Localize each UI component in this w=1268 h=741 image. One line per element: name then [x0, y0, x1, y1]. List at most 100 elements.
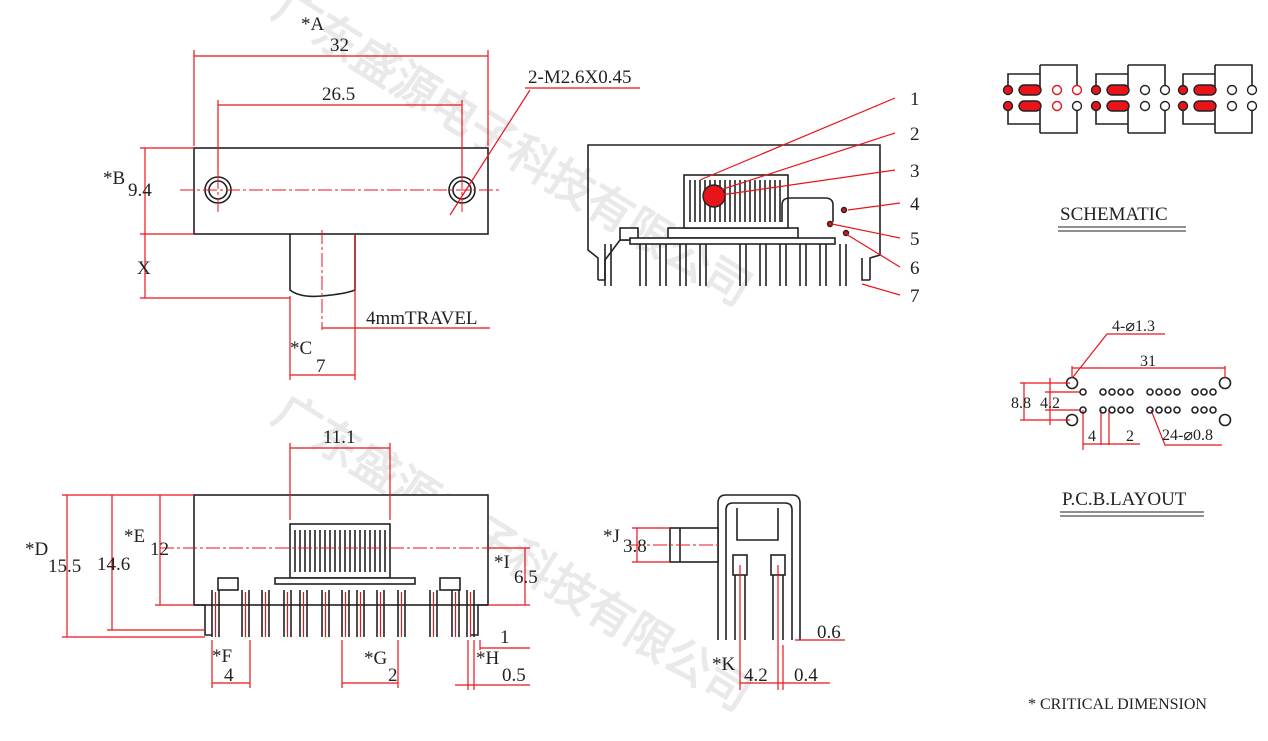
pcb-pin-hole	[1173, 388, 1181, 396]
terminal-pin	[466, 590, 475, 637]
dim-a-label: *A	[301, 14, 325, 35]
pcb-pin-hole	[1164, 388, 1172, 396]
dim-k-label: *K	[712, 654, 736, 675]
side-pin	[679, 244, 687, 286]
side-pin	[639, 244, 647, 286]
pcb-width: 31	[1140, 353, 1156, 370]
side-pin	[699, 244, 707, 286]
pcb-pin-hole	[1099, 388, 1107, 396]
open-contact	[1159, 100, 1171, 112]
pcb-pin-hole	[1126, 388, 1134, 396]
dim-1: 1	[500, 627, 510, 648]
switch-contact-wire	[1007, 64, 1078, 134]
pcb-pin-hole	[1200, 388, 1208, 396]
callout-6: 6	[910, 258, 920, 279]
dim-e-label: *E	[124, 526, 145, 547]
open-contact	[1071, 100, 1083, 112]
pcb-pin-hole	[1099, 406, 1107, 414]
dim-26-5: 26.5	[322, 84, 355, 105]
callout-5: 5	[910, 229, 920, 250]
front-view: 11.1 *D 15.5 14.6 *E 12 *I 6.5 *F 4 *G 2…	[25, 427, 538, 690]
dim-a-value: 32	[330, 35, 349, 56]
dim-0-4: 0.4	[794, 665, 818, 686]
terminal-pin	[451, 590, 460, 637]
terminal-pin	[397, 590, 406, 637]
dim-b-value: 9.4	[128, 180, 152, 201]
dim-h-value: 0.5	[502, 665, 526, 686]
pcb-8-8: 8.8	[1011, 395, 1031, 412]
dim-h-label: *H	[476, 648, 500, 669]
terminal-pin	[241, 590, 250, 637]
side-pin	[799, 244, 807, 286]
dim-c-label: *C	[290, 338, 312, 359]
dim-k-value: 4.2	[744, 665, 768, 686]
switch-contact-wire	[1182, 64, 1253, 134]
common-contact	[1090, 100, 1102, 112]
switch-contact-wire	[1095, 64, 1166, 134]
open-contact	[1159, 84, 1171, 96]
pcb-pin-hole	[1146, 406, 1154, 414]
open-contact	[1051, 84, 1063, 96]
dim-e-value: 12	[150, 539, 169, 560]
dim-g-value: 2	[388, 665, 398, 686]
pcb-pin-hole	[1155, 388, 1163, 396]
side-pin	[759, 244, 767, 286]
pcb-title: P.C.B.LAYOUT	[1062, 489, 1187, 510]
pcb-pin-hole	[1209, 388, 1217, 396]
terminal-pin	[429, 590, 438, 637]
open-contact	[1139, 84, 1151, 96]
open-contact	[1226, 100, 1238, 112]
pcb-pin-hole	[1191, 406, 1199, 414]
pcb-pin-hole	[1200, 406, 1208, 414]
terminal-pin	[261, 590, 270, 637]
dim-d-value: 15.5	[48, 556, 81, 577]
dim-x: X	[137, 258, 151, 279]
common-contact	[1002, 84, 1014, 96]
schematic-title: SCHEMATIC	[1060, 204, 1168, 225]
callout-2: 2	[910, 124, 920, 145]
pcb-pin-hole	[1164, 406, 1172, 414]
dim-j-label: *J	[603, 526, 620, 547]
slider-contact	[1018, 100, 1042, 112]
dim-g-label: *G	[364, 648, 388, 669]
pcb-pin-hole	[1117, 388, 1125, 396]
pcb-layout: 4-⌀1.3 31 8.8 4.2 4 2 24-⌀0.8	[1011, 318, 1232, 450]
end-view: *J 3.8 0.6 *K 4.2 0.4	[603, 494, 845, 690]
pcb-pin-hole	[1117, 406, 1125, 414]
terminal-pin	[299, 590, 308, 637]
open-contact	[1246, 84, 1258, 96]
terminal-pin	[321, 590, 330, 637]
open-contact	[1051, 100, 1063, 112]
pcb-pin-hole	[1108, 406, 1116, 414]
dim-d-label: *D	[25, 539, 48, 560]
side-pin	[604, 244, 612, 286]
dim-i-value: 6.5	[514, 567, 538, 588]
open-contact	[1139, 100, 1151, 112]
pcb-pin-hole	[1079, 388, 1087, 396]
watermark: 广东盛源电子科技有限公司 广东盛源电子科技有限公司	[264, 0, 761, 722]
terminal-pin	[283, 590, 292, 637]
pcb-pin-hole	[1209, 406, 1217, 414]
dim-i-label: *I	[494, 552, 510, 573]
side-pin	[659, 244, 667, 286]
common-contact	[1090, 84, 1102, 96]
schematic	[1002, 64, 1258, 134]
callout-7: 7	[910, 286, 920, 307]
pcb-4: 4	[1088, 428, 1096, 445]
dim-j-value: 3.8	[623, 536, 647, 557]
dim-c-value: 7	[316, 356, 326, 377]
pcb-2: 2	[1126, 428, 1134, 445]
side-pin	[839, 244, 847, 286]
pcb-pin-hole	[1146, 388, 1154, 396]
callout-1: 1	[910, 89, 920, 110]
screw-note: 2-M2.6X0.45	[528, 67, 631, 88]
pcb-pin-hole	[1108, 388, 1116, 396]
pcb-pin-hole	[1155, 406, 1163, 414]
dim-f-value: 4	[224, 665, 234, 686]
slider-contact	[1018, 84, 1042, 96]
side-pin	[779, 244, 787, 286]
callout-4: 4	[910, 194, 920, 215]
terminal-pin	[211, 590, 220, 637]
